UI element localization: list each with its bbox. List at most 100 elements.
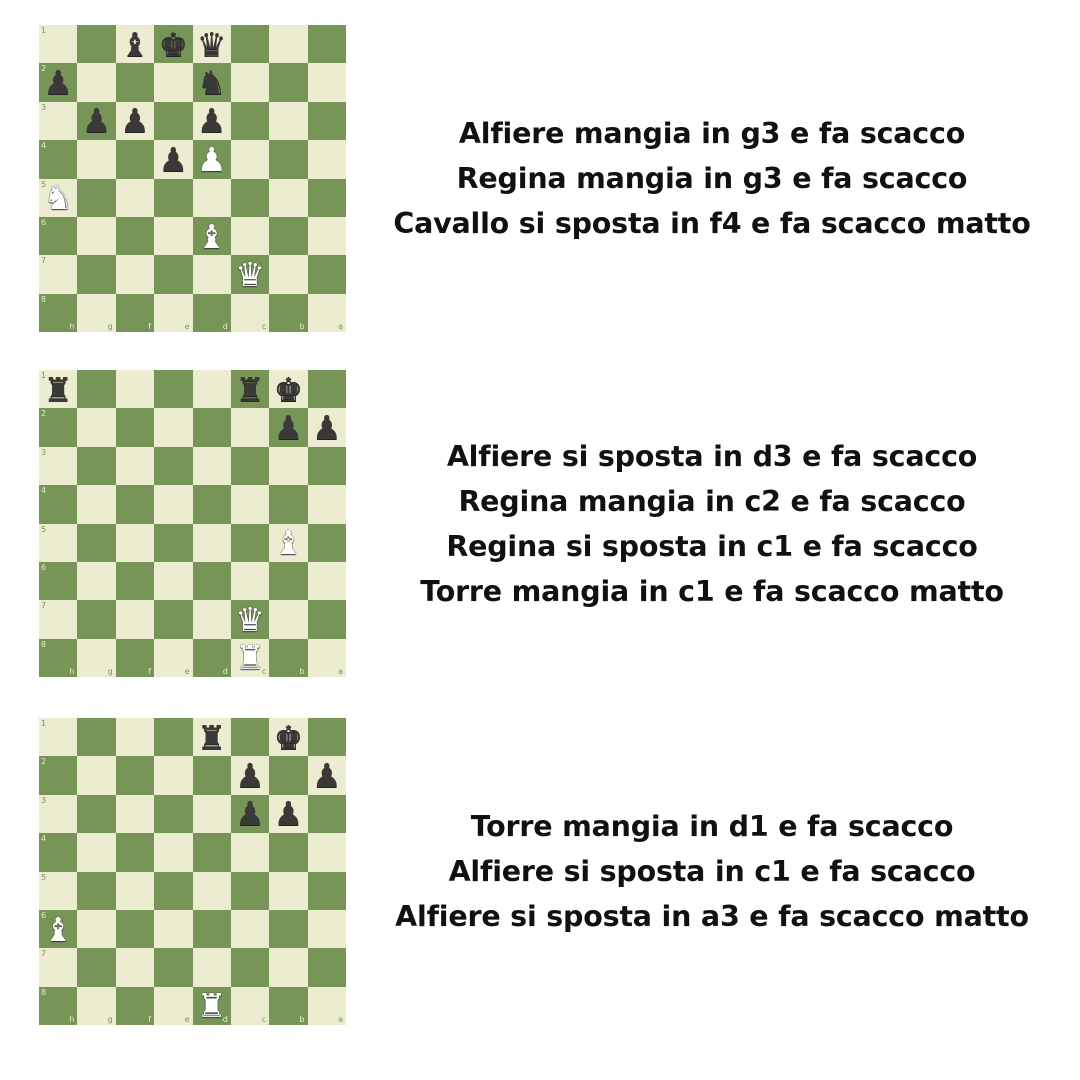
- board-square[interactable]: 5: [39, 523, 78, 562]
- board-square[interactable]: [154, 794, 193, 834]
- board-square[interactable]: ♟: [154, 140, 193, 179]
- board-square[interactable]: [269, 756, 308, 795]
- board-square[interactable]: [115, 718, 155, 757]
- board-square[interactable]: ♟: [307, 756, 346, 795]
- board-square[interactable]: d♜: [192, 986, 231, 1026]
- board-square[interactable]: 5: [39, 871, 78, 910]
- black-queen-icon[interactable]: ♛: [196, 24, 227, 64]
- board-square[interactable]: f: [115, 293, 155, 332]
- board-square[interactable]: [269, 101, 308, 141]
- board-square[interactable]: [154, 871, 193, 910]
- board-square[interactable]: [77, 370, 116, 409]
- black-knight-icon[interactable]: ♞: [196, 63, 227, 103]
- board-square[interactable]: [307, 794, 346, 834]
- black-rook-icon[interactable]: ♜: [196, 717, 227, 757]
- board-square[interactable]: ♝: [192, 216, 231, 256]
- board-square[interactable]: [154, 909, 193, 949]
- board-square[interactable]: 7: [39, 600, 78, 639]
- board-square[interactable]: [115, 446, 155, 486]
- board-square[interactable]: [77, 255, 116, 294]
- board-square[interactable]: c♜: [230, 638, 270, 677]
- board-square[interactable]: [154, 948, 193, 987]
- board-square[interactable]: ♟: [115, 101, 155, 141]
- board-square[interactable]: 6: [39, 216, 78, 256]
- board-square[interactable]: [230, 485, 270, 524]
- board-square[interactable]: [77, 561, 116, 601]
- board-square[interactable]: [192, 523, 231, 562]
- board-square[interactable]: [192, 794, 231, 834]
- board-square[interactable]: [307, 101, 346, 141]
- board-square[interactable]: 1: [39, 25, 78, 64]
- board-square[interactable]: d: [192, 638, 231, 677]
- board-square[interactable]: [230, 833, 270, 872]
- board-square[interactable]: [77, 25, 116, 64]
- board-square[interactable]: ♛: [192, 24, 231, 64]
- board-square[interactable]: [307, 178, 346, 217]
- board-square[interactable]: [154, 756, 193, 795]
- board-square[interactable]: [77, 794, 116, 834]
- board-square[interactable]: ♟: [230, 756, 270, 795]
- board-square[interactable]: [115, 794, 155, 834]
- board-square[interactable]: ♛: [230, 255, 270, 294]
- white-pawn-icon[interactable]: ♟: [196, 139, 227, 179]
- board-square[interactable]: 1♜: [39, 370, 78, 409]
- board-square[interactable]: ♟: [307, 408, 346, 448]
- board-square[interactable]: g: [77, 638, 116, 677]
- board-square[interactable]: [269, 63, 308, 102]
- black-pawn-icon[interactable]: ♟: [312, 408, 342, 448]
- board-square[interactable]: [192, 600, 231, 639]
- board-square[interactable]: [115, 63, 155, 102]
- board-square[interactable]: [230, 718, 270, 757]
- board-square[interactable]: [269, 485, 308, 524]
- board-square[interactable]: ♟: [77, 101, 116, 141]
- board-square[interactable]: [115, 909, 155, 949]
- board-square[interactable]: ♟: [192, 101, 231, 141]
- board-square[interactable]: [230, 178, 270, 217]
- board-square[interactable]: [77, 600, 116, 639]
- white-bishop-icon[interactable]: ♝: [43, 909, 73, 949]
- board-square[interactable]: [192, 485, 231, 524]
- board-square[interactable]: 2♟: [39, 63, 78, 102]
- board-square[interactable]: ♟: [269, 794, 308, 834]
- board-square[interactable]: [269, 140, 308, 179]
- board-square[interactable]: [307, 25, 346, 64]
- board-square[interactable]: [192, 370, 231, 409]
- white-rook-icon[interactable]: ♜: [196, 986, 227, 1026]
- board-square[interactable]: [77, 833, 116, 872]
- board-square[interactable]: 7: [39, 255, 78, 294]
- board-square[interactable]: 1: [39, 718, 78, 757]
- board-square[interactable]: b: [269, 293, 308, 332]
- board-square[interactable]: ♝: [115, 25, 155, 64]
- board-square[interactable]: [192, 255, 231, 294]
- board-square[interactable]: [269, 948, 308, 987]
- white-knight-icon[interactable]: ♞: [43, 178, 73, 218]
- board-square[interactable]: ♞: [192, 63, 231, 103]
- black-pawn-icon[interactable]: ♟: [81, 101, 112, 141]
- board-square[interactable]: [230, 140, 270, 179]
- board-square[interactable]: [307, 833, 346, 872]
- black-pawn-icon[interactable]: ♟: [273, 408, 304, 448]
- board-square[interactable]: [307, 63, 346, 102]
- board-square[interactable]: [307, 370, 346, 409]
- white-bishop-icon[interactable]: ♝: [273, 523, 304, 563]
- board-square[interactable]: [154, 523, 193, 562]
- board-square[interactable]: g: [77, 293, 116, 332]
- board-square[interactable]: [307, 485, 346, 524]
- board-square[interactable]: 4: [39, 833, 78, 872]
- board-square[interactable]: f: [115, 638, 155, 677]
- board-square[interactable]: 4: [39, 140, 78, 179]
- board-square[interactable]: ♚: [269, 718, 308, 757]
- board-square[interactable]: [269, 178, 308, 217]
- board-square[interactable]: [154, 101, 193, 141]
- board-square[interactable]: 5♞: [39, 178, 78, 218]
- board-square[interactable]: e: [154, 638, 193, 677]
- board-square[interactable]: 4: [39, 485, 78, 524]
- board-square[interactable]: 6♝: [39, 909, 78, 949]
- board-square[interactable]: [77, 446, 116, 486]
- board-square[interactable]: b: [269, 986, 308, 1025]
- board-square[interactable]: [77, 718, 116, 757]
